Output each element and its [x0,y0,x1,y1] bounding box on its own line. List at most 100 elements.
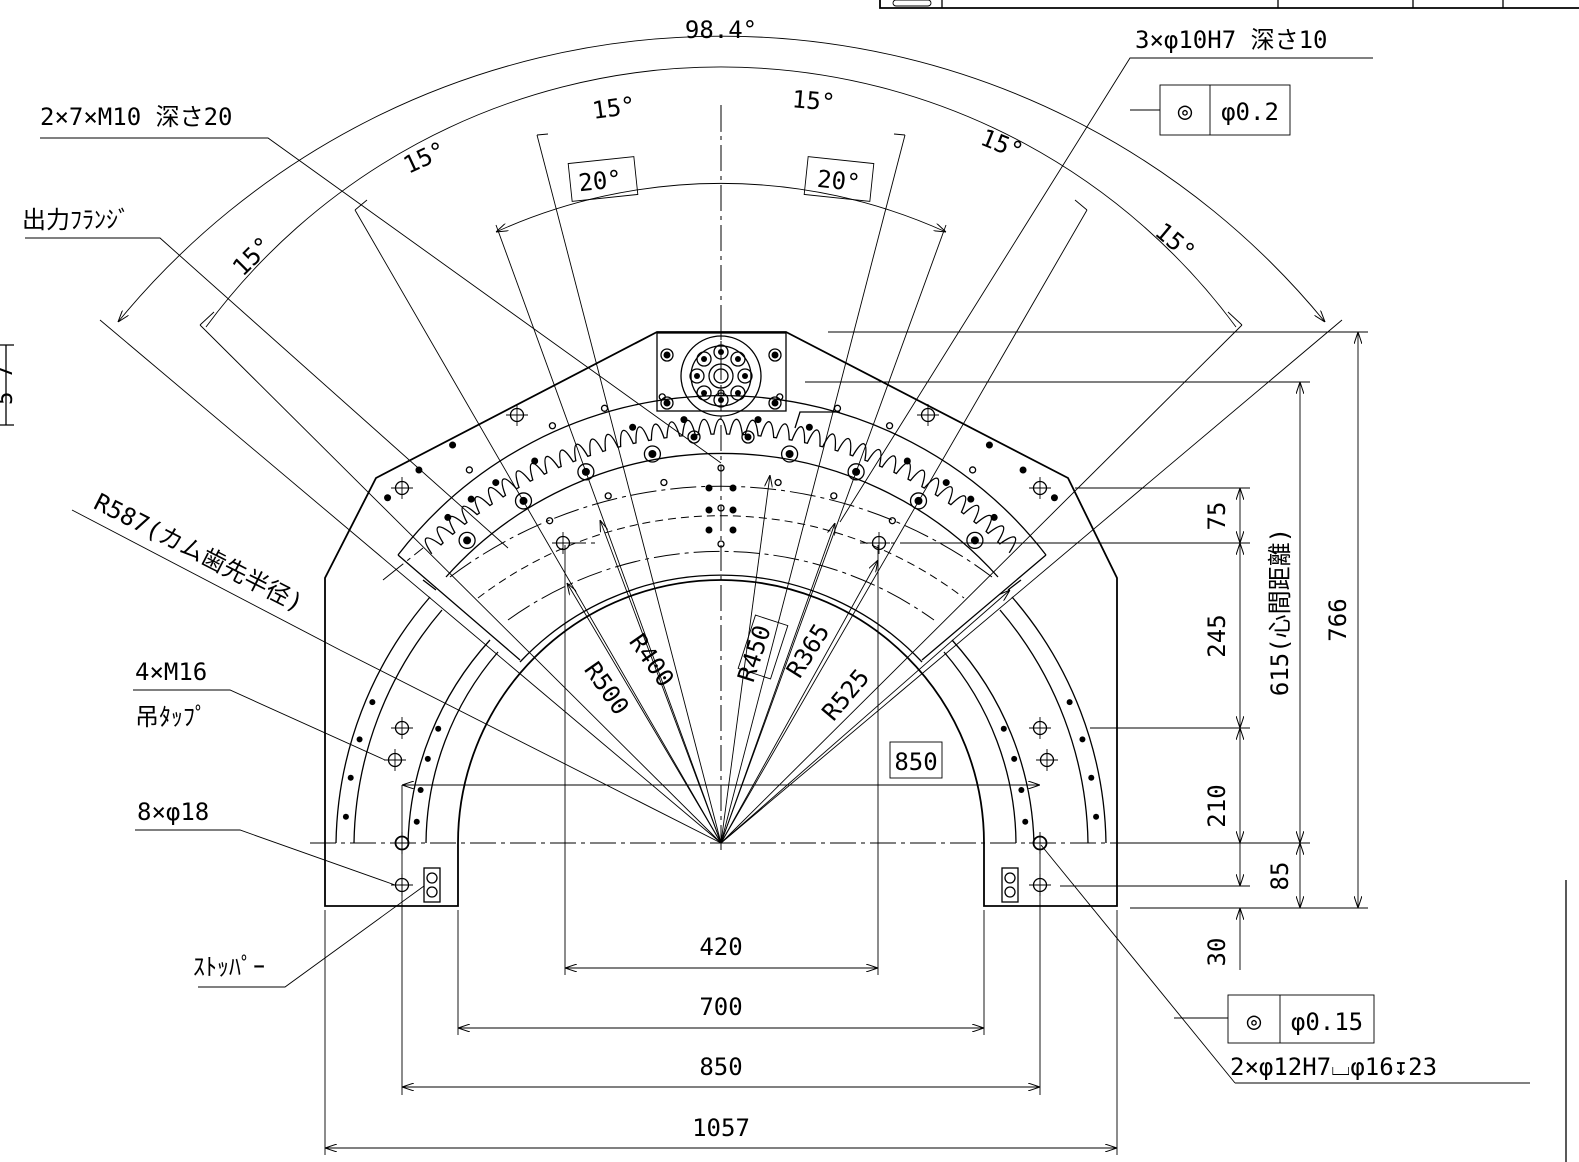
angle-20-left: 20° [577,165,623,197]
center-tapped-hole [705,484,713,492]
flange-hole-r450 [658,393,666,401]
callout-stopper: ｽﾄｯﾊﾟｰ [193,953,265,981]
mounting-hole [552,532,574,554]
flange-tapped-hole-outer [415,466,423,474]
mounting-hole-cross [506,404,528,426]
flange-tapped-hole-outer [985,441,993,449]
rail-bolt [342,813,349,820]
tolerance-top-symbol: ◎ [1178,97,1193,125]
radius-r587: R587(カム歯先半径) [89,488,307,618]
dim-75: 75 [1203,502,1231,531]
mounting-hole-cross [391,477,413,499]
flange-tapped-hole [531,457,539,465]
angle-15-e: 15° [227,231,277,281]
center-tapped-hole [729,526,737,534]
mounting-hole-cross [1036,749,1058,771]
cam-pin-inner [970,536,979,545]
angle-15-c: 15° [399,136,450,180]
mounting-hole [391,717,413,739]
mounting-hole-cross [1029,717,1051,739]
vertical-dimensions [805,331,1368,970]
callout-lifting-tap-1: 4×M16 [135,658,207,686]
mounting-hole [1029,717,1051,739]
dim-85: 85 [1266,862,1294,891]
mounting-hole [391,477,413,499]
center-tapped-hole [705,526,713,534]
center-dowel-hole [717,540,725,548]
dim-700: 700 [699,993,742,1021]
flange-tapped-hole [754,416,762,424]
cam-pin-outer [577,463,595,481]
pinion-block-hole [660,396,674,410]
callout-leaders [25,57,1530,1084]
angle-20-right: 20° [816,165,862,197]
dim-766: 766 [1324,598,1352,641]
angle-15-d: 15° [977,123,1028,165]
angle-20-left-frame [567,156,639,202]
flange-tapped-hole [805,423,813,431]
cam-pin-outer [966,531,984,550]
flange-tapped-hole [492,479,500,487]
pinion-roller [696,351,712,367]
radius-leaders [71,475,1010,844]
radius-r400: R400 [624,629,680,692]
flange-tapped-hole-outer [449,441,457,449]
mounting-hole-cross [552,532,574,554]
flange-hole-r450 [548,422,557,430]
horizontal-dimensions [324,545,1118,1155]
cam-pin-outer [643,445,662,463]
flange-tapped-hole-outer [1019,466,1027,474]
mounting-hole-cross [868,532,890,554]
flange-tapped-hole [990,513,998,521]
tolerance-bottom-value: φ0.15 [1291,1008,1363,1036]
mounting-hole-cross [384,749,406,771]
rail-bolt [347,774,354,781]
pinion-block-hole-fill [771,351,779,359]
center-tapped-hole [729,506,737,514]
left-edge-text: 5 7 [0,365,18,405]
dim-850: 850 [699,1053,742,1081]
rail-bolt [369,699,376,706]
pinion-block-hole [660,348,674,362]
flange-tapped-hole [444,513,452,521]
radius-r525: R525 [817,664,876,726]
flange-tapped-hole [680,416,688,424]
pinion-roller [689,368,705,384]
center-tapped-hole [705,506,713,514]
stopper-right [1001,867,1019,903]
callout-dowel-top: 3×φ10H7 深さ10 [1135,26,1328,54]
flange-tapped-hole [467,495,475,503]
cam-pin-inner [463,536,472,545]
pinion-roller-center [701,356,708,363]
rail-bolt [413,818,420,825]
pinion-block-hole [768,348,782,362]
dim-850-boxed: 850 [894,748,937,776]
housing-outline [324,331,1118,907]
pinion-block-hole-fill [663,399,671,407]
flange-hole-r365 [888,517,897,525]
pinion-block-hole-fill [690,433,698,441]
tolerance-top-value: φ0.2 [1221,98,1279,126]
angle-15-b: 15° [791,85,837,117]
pinion-roller-center [694,373,700,379]
radius-r450-frame [737,614,789,680]
flange-hole-r365 [830,492,838,500]
mounting-hole-cross [917,404,939,426]
callout-lifting-tap-2: 吊ﾀｯﾌﾟ [135,703,207,731]
cam-pin-inner [785,450,794,459]
callout-dowel-bottom: 2×φ12H7⌴φ16↧23 [1230,1053,1437,1081]
dim-245: 245 [1203,614,1231,657]
flange-tapped-hole-outer [384,494,392,502]
dim-420: 420 [699,933,742,961]
pinion-roller [696,385,712,401]
flange-tapped-hole-outer [1050,494,1058,502]
angle-15-f: 15° [1150,217,1201,266]
mounting-hole [384,749,406,771]
rail-bolt [1011,755,1018,762]
callout-tapped-holes: 2×7×M10 深さ20 [40,103,233,131]
angle-15-a: 15° [590,91,637,125]
callout-through-holes: 8×φ18 [137,798,209,826]
flange-hole-r450 [465,466,474,474]
flange-hole-r450 [833,404,842,412]
flange-hole-r365 [774,478,782,487]
